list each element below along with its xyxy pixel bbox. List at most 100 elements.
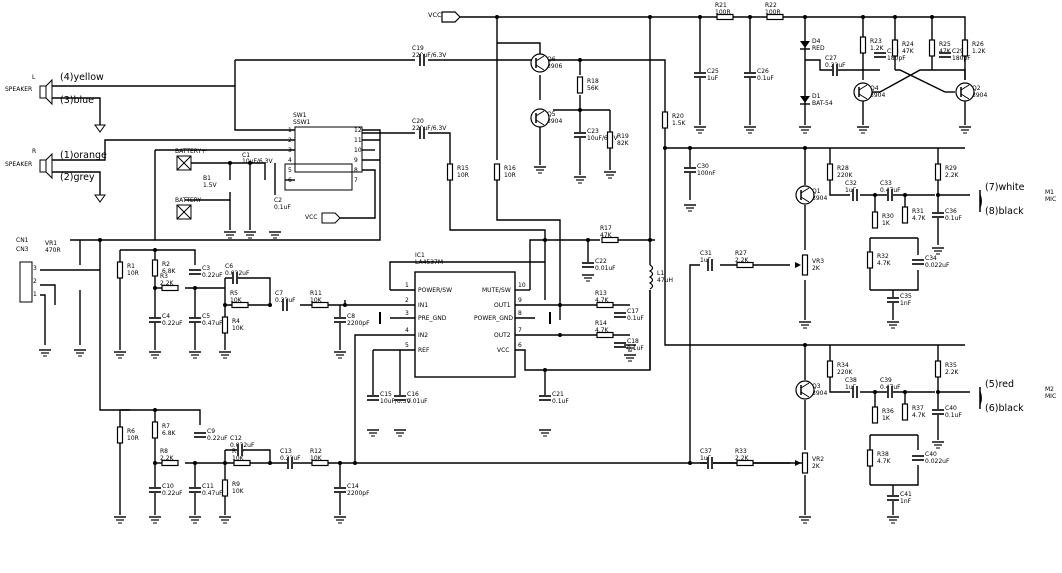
component-labels: R110RR26.8KC30.22uFC60.022uFR32.2KC40.22… xyxy=(127,2,987,505)
ground-icon xyxy=(224,231,236,239)
ground-icon xyxy=(74,349,86,357)
component-r4 xyxy=(221,316,229,334)
ic-left-pins: 1 POWER/SW 2 IN1 3 PRE_GND 4 IN2 5 REF xyxy=(405,282,452,354)
b1-val: 1.5V xyxy=(203,182,218,189)
cn3-label: CN3 xyxy=(16,246,29,253)
r20-ref: R20 xyxy=(672,113,684,120)
r36-value: 1K xyxy=(882,415,891,422)
component-r10 xyxy=(233,459,251,467)
r25-value: 47K xyxy=(939,48,952,55)
c27-ref: C27 xyxy=(825,55,837,62)
component-c12 xyxy=(237,444,243,456)
battery-plus: BATTERY+ xyxy=(175,148,206,155)
ground-icon xyxy=(799,321,811,329)
q1-value: 3904 xyxy=(812,195,827,202)
component-c14 xyxy=(334,487,346,493)
c37-value: 1uF xyxy=(700,455,712,462)
svg-text:8: 8 xyxy=(354,167,358,174)
component-d4 xyxy=(800,41,810,50)
r5-ref: R5 xyxy=(230,290,238,297)
component-c6 xyxy=(232,272,238,284)
r28-ref: R28 xyxy=(837,165,849,172)
component-vr3 xyxy=(795,254,809,276)
component-r32 xyxy=(866,251,874,269)
r32-value: 4.7K xyxy=(877,260,892,267)
c40-value: 0.1uF xyxy=(945,412,962,419)
c22-ref: C22 xyxy=(595,258,607,265)
svg-text:10: 10 xyxy=(518,282,526,289)
component-q5 xyxy=(530,108,550,128)
c15-value: 10uF/6.3V xyxy=(380,398,411,405)
cn-pin2: 2 xyxy=(33,278,37,285)
c26-ref: C26 xyxy=(757,68,769,75)
c40b-ref: C40 xyxy=(925,451,937,458)
b1-ref: B1 xyxy=(203,175,211,182)
r19-ref: R19 xyxy=(617,133,629,140)
component-r9 xyxy=(221,479,229,497)
ground-icon xyxy=(39,349,51,357)
c38-ref: C38 xyxy=(845,377,857,384)
r33-value: 2.2K xyxy=(735,455,750,462)
component-c40 xyxy=(932,409,944,415)
c31-ref: C31 xyxy=(700,250,712,257)
c17-ref: C17 xyxy=(627,308,639,315)
component-r8 xyxy=(161,459,179,467)
r21-ref: R21 xyxy=(715,2,727,9)
ic-ref: IC1 xyxy=(415,252,425,259)
component-r34 xyxy=(826,360,834,378)
component-c31 xyxy=(707,259,713,271)
c35-ref: C35 xyxy=(900,293,912,300)
component-r17 xyxy=(601,236,619,244)
q6-ref: Q6 xyxy=(547,56,556,63)
speaker-r-letter: R xyxy=(32,148,36,155)
r12-ref: R12 xyxy=(310,448,322,455)
component-r13 xyxy=(596,301,614,309)
r1-ref: R1 xyxy=(127,263,135,270)
component-vr2 xyxy=(795,452,809,474)
c12-ref: C12 xyxy=(230,435,242,442)
c13-ref: C13 xyxy=(280,448,292,455)
c2-val: 0.1uF xyxy=(274,204,291,211)
ground-icon xyxy=(189,516,201,524)
r29-ref: R29 xyxy=(945,165,957,172)
q4-ref: Q4 xyxy=(870,85,879,92)
svg-text:MUTE/SW: MUTE/SW xyxy=(482,287,511,294)
ground-icon xyxy=(367,429,379,437)
c10-ref: C10 xyxy=(162,483,174,490)
c8-ref: C8 xyxy=(347,313,355,320)
d4-value: RED xyxy=(812,45,825,52)
c21-ref: C21 xyxy=(552,391,564,398)
cn-pin1: 1 xyxy=(33,291,37,298)
mic-black-2: (6)black xyxy=(985,403,1024,414)
svg-text:12: 12 xyxy=(354,127,362,134)
r12-value: 10K xyxy=(310,455,323,462)
component-r21 xyxy=(716,13,734,21)
component-c41 xyxy=(887,495,899,501)
svg-text:IN1: IN1 xyxy=(418,302,428,309)
c35-value: 1nF xyxy=(900,300,912,307)
ground-icon xyxy=(149,351,161,359)
svg-text:3: 3 xyxy=(405,310,409,317)
r24-value: 47K xyxy=(902,48,915,55)
r36-ref: R36 xyxy=(882,408,894,415)
c4-ref: C4 xyxy=(162,313,170,320)
speaker-r-grey: (2)grey xyxy=(60,172,95,183)
component-r16 xyxy=(493,163,501,181)
r37-value: 4.7K xyxy=(912,412,927,419)
c16-value: 0.01uF xyxy=(407,398,428,405)
ground-icon xyxy=(269,231,281,239)
component-r1 xyxy=(116,261,124,279)
c39-ref: C39 xyxy=(880,377,892,384)
r3-value: 2.2K xyxy=(160,280,175,287)
r29-value: 2.2K xyxy=(945,172,960,179)
component-c33 xyxy=(887,189,893,201)
c19-value: 220uF/6.3V xyxy=(412,52,447,59)
vr3-ref: VR3 xyxy=(812,258,824,265)
c31-value: 1uF xyxy=(700,257,712,264)
component-d1 xyxy=(800,96,810,105)
r27-ref: R27 xyxy=(735,250,747,257)
r26-value: 1.2K xyxy=(972,48,987,55)
r2-ref: R2 xyxy=(162,261,170,268)
mic-black-1: (8)black xyxy=(985,206,1024,217)
r22-ref: R22 xyxy=(765,2,777,9)
